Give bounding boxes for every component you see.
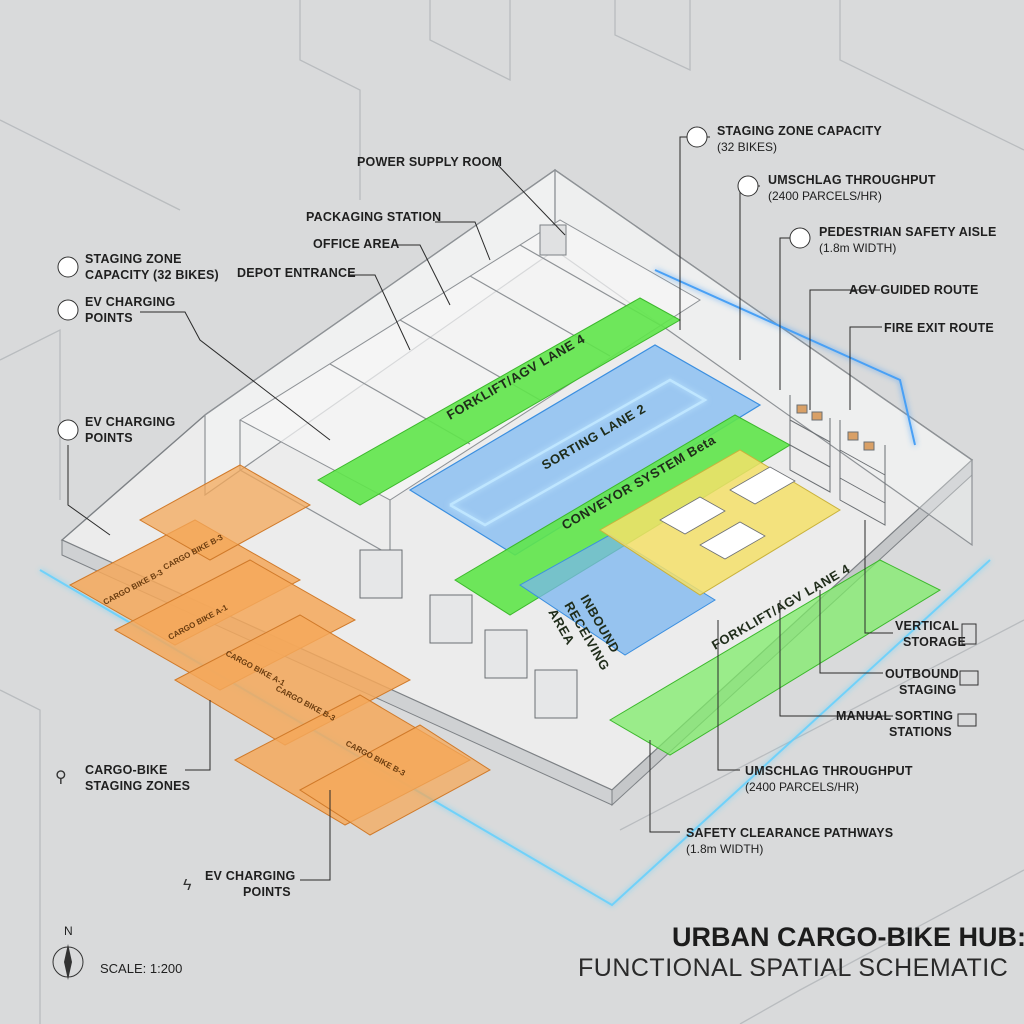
title-sub: FUNCTIONAL SPATIAL SCHEMATIC xyxy=(578,954,1008,982)
right-label-line1: VERTICAL xyxy=(895,619,959,633)
fire-exit-route xyxy=(654,269,916,446)
left-label-line1: CARGO-BIKE xyxy=(85,763,168,777)
right-label-line2: (1.8m WIDTH) xyxy=(819,241,896,255)
label-power-supply-room: POWER SUPPLY ROOM xyxy=(357,155,502,169)
left-label-line2: POINTS xyxy=(85,431,133,445)
label-office-area: OFFICE AREA xyxy=(313,237,399,251)
left-label-line2: STAGING ZONES xyxy=(85,779,190,793)
right-label-line1: UMSCHLAG THROUGHPUT xyxy=(768,173,936,187)
right-label-line2: (32 BIKES) xyxy=(717,140,777,154)
right-label-outbound-staging: OUTBOUND STAGING xyxy=(885,667,979,697)
left-label-line2: POINTS xyxy=(85,311,133,325)
right-label-line2: (2400 PARCELS/HR) xyxy=(745,780,859,794)
right-label-line1: OUTBOUND xyxy=(885,667,959,681)
right-label-vertical-storage: VERTICAL STORAGE xyxy=(895,619,977,649)
bike-icon xyxy=(57,256,79,278)
sorting-lane-glow xyxy=(449,378,708,527)
right-label-umschlag-1: UMSCHLAG THROUGHPUT (2400 PARCELS/HR) xyxy=(737,173,936,203)
right-label-umschlag-2: UMSCHLAG THROUGHPUT (2400 PARCELS/HR) xyxy=(745,764,913,794)
scale-label: SCALE: 1:200 xyxy=(100,961,182,976)
left-label-line2: CAPACITY (32 BIKES) xyxy=(85,268,219,282)
right-label-fire-exit: FIRE EXIT ROUTE xyxy=(884,321,994,335)
bolt-icon: ϟ xyxy=(183,877,192,894)
left-label-ev-charging-3: ϟ EV CHARGING POINTS xyxy=(183,869,295,899)
right-label-line2: STATIONS xyxy=(889,725,952,739)
right-label-line1: PEDESTRIAN SAFETY AISLE xyxy=(819,225,997,239)
cube-icon xyxy=(686,126,708,148)
right-label-safety-clearance: SAFETY CLEARANCE PATHWAYS (1.8m WIDTH) xyxy=(686,826,893,856)
workstation-icon xyxy=(957,713,977,727)
right-label-line1: MANUAL SORTING xyxy=(836,709,953,723)
right-label-line2: (2400 PARCELS/HR) xyxy=(768,189,882,203)
vertical-storage-racks xyxy=(789,395,886,526)
right-label-line2: STORAGE xyxy=(903,635,966,649)
left-label-line1: EV CHARGING xyxy=(85,295,175,309)
left-label-line1: EV CHARGING xyxy=(85,415,175,429)
right-label-staging-capacity: STAGING ZONE CAPACITY (32 BIKES) xyxy=(686,124,882,154)
pallet-icon xyxy=(959,670,979,686)
left-label-staging-capacity: STAGING ZONE CAPACITY (32 BIKES) xyxy=(57,252,219,282)
compass-north: N xyxy=(64,924,73,938)
right-label-line1: SAFETY CLEARANCE PATHWAYS xyxy=(686,826,893,840)
right-label-line2: STAGING xyxy=(899,683,956,697)
right-label-manual-sorting: MANUAL SORTING STATIONS xyxy=(836,709,977,739)
parcel-icon xyxy=(737,175,759,197)
right-label-pedestrian-aisle: PEDESTRIAN SAFETY AISLE (1.8m WIDTH) xyxy=(789,225,997,255)
compass: N SCALE: 1:200 xyxy=(52,924,182,980)
pedestrian-icon xyxy=(789,227,811,249)
right-label-agv-route: AGV GUIDED ROUTE xyxy=(849,283,979,297)
left-label-ev-charging-1: EV CHARGING POINTS xyxy=(57,295,175,325)
label-depot-entrance: DEPOT ENTRANCE xyxy=(237,266,356,280)
sorting-desks xyxy=(659,466,796,560)
right-label-line1: STAGING ZONE CAPACITY xyxy=(717,124,882,138)
sorting-lane-area xyxy=(408,344,762,556)
right-label-line2: (1.8m WIDTH) xyxy=(686,842,763,856)
left-label-cargo-bike-staging: ⚲ CARGO-BIKE STAGING ZONES xyxy=(55,763,190,793)
loading-docks xyxy=(359,549,578,719)
right-label-line1: UMSCHLAG THROUGHPUT xyxy=(745,764,913,778)
cargo-bike-staging-zones xyxy=(68,464,491,836)
label-packaging-station: PACKAGING STATION xyxy=(306,210,441,224)
bolt-icon xyxy=(57,299,79,321)
left-label-line1: EV CHARGING xyxy=(205,869,295,883)
shelving-icon xyxy=(961,623,977,645)
charger-icon xyxy=(57,419,79,441)
bike-icon: ⚲ xyxy=(55,769,67,786)
left-label-ev-charging-2: EV CHARGING POINTS xyxy=(57,415,175,445)
inbound-receiving-area xyxy=(519,534,716,656)
left-label-line2: POINTS xyxy=(243,885,291,899)
title-main: URBAN CARGO-BIKE HUB: xyxy=(672,922,1024,952)
left-label-line1: STAGING ZONE xyxy=(85,252,182,266)
